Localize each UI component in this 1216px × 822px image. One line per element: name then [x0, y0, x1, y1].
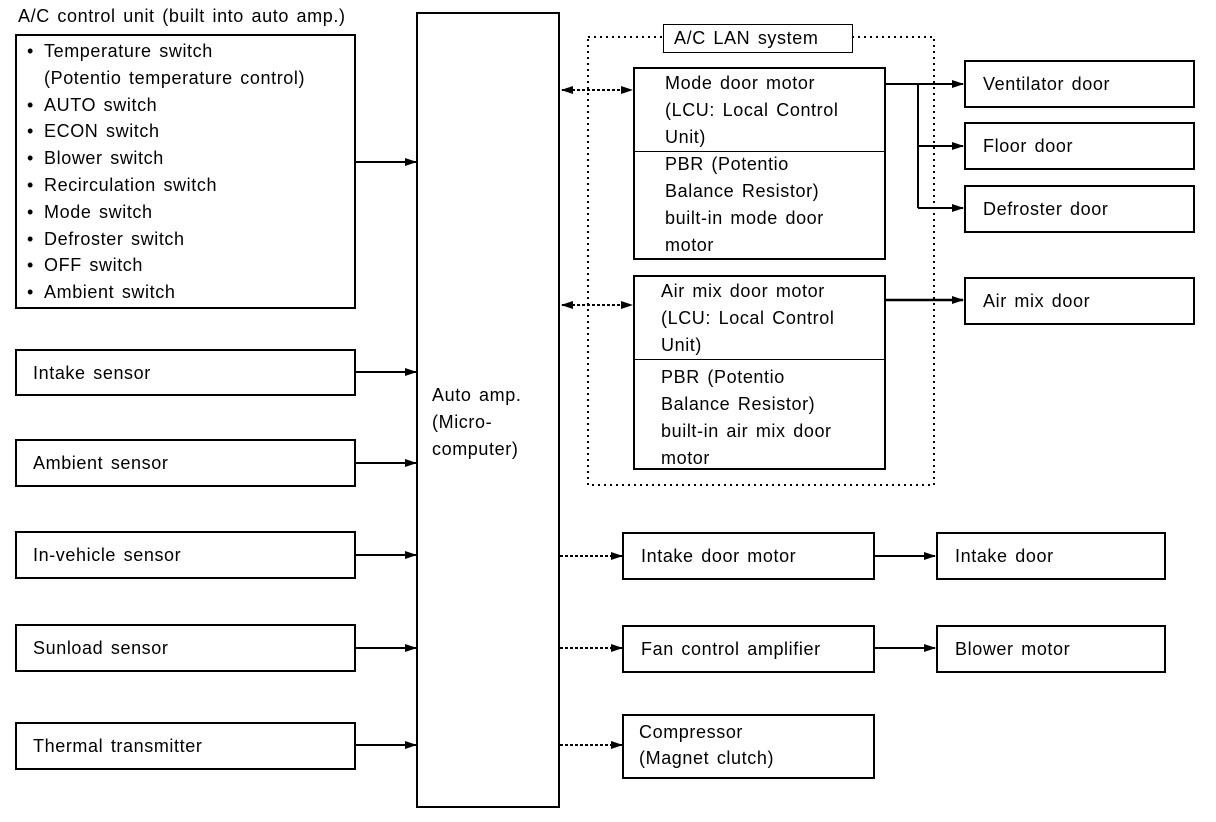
mode-motor-line: Mode door motor	[665, 73, 816, 93]
ambient-sensor-label: Ambient sensor	[33, 453, 169, 473]
ventilator-door-label: Ventilator door	[983, 74, 1111, 94]
intake-door-motor-label: Intake door motor	[641, 546, 797, 566]
mode-motor-pbr-line: PBR (Potentio	[665, 154, 789, 174]
ventilator-door-box: Ventilator door	[964, 60, 1195, 108]
air-mix-door-label: Air mix door	[983, 291, 1091, 311]
switch-item: ECON switch	[17, 118, 354, 145]
blower-motor-label: Blower motor	[955, 639, 1071, 659]
switch-item: Recirculation switch	[17, 172, 354, 199]
sunload-sensor-label: Sunload sensor	[33, 638, 169, 658]
intake-sensor-label: Intake sensor	[33, 363, 151, 383]
mode-motor-pbr-line: Balance Resistor)	[665, 181, 820, 201]
mode-door-motor-pbr-text: PBR (Potentio Balance Resistor) built-in…	[665, 151, 824, 259]
compressor-box: Compressor (Magnet clutch)	[622, 714, 875, 779]
switch-item-text: (Potentio temperature control)	[44, 67, 306, 88]
air-mix-motor-line: (LCU: Local Control	[661, 308, 835, 328]
lan-system-boundary	[587, 36, 935, 486]
switch-item: Defroster switch	[17, 226, 354, 253]
blower-motor-box: Blower motor	[936, 625, 1166, 673]
defroster-door-label: Defroster door	[983, 199, 1109, 219]
intake-sensor-box: Intake sensor	[15, 349, 356, 396]
control-unit-box: Temperature switch (Potentio temperature…	[15, 34, 356, 309]
auto-amp-line: Auto amp.	[432, 385, 522, 405]
ambient-sensor-box: Ambient sensor	[15, 439, 356, 487]
mode-door-motor-lcu-text: Mode door motor (LCU: Local Control Unit…	[665, 70, 838, 151]
air-mix-motor-line: Air mix door motor	[661, 281, 825, 301]
auto-amp-box: Auto amp. (Micro- computer)	[416, 12, 560, 808]
mode-motor-line: (LCU: Local Control	[665, 100, 839, 120]
switch-item: Mode switch	[17, 199, 354, 226]
switch-item-continuation: (Potentio temperature control)	[17, 65, 354, 92]
control-unit-title: A/C control unit (built into auto amp.)	[18, 6, 346, 26]
air-mix-motor-pbr-line: PBR (Potentio	[661, 367, 785, 387]
compressor-line: Compressor	[639, 722, 744, 742]
air-mix-motor-line: Unit)	[661, 335, 703, 355]
in-vehicle-sensor-label: In-vehicle sensor	[33, 545, 182, 565]
compressor-label: Compressor (Magnet clutch)	[639, 719, 774, 771]
sunload-sensor-box: Sunload sensor	[15, 624, 356, 672]
auto-amp-line: (Micro-	[432, 412, 493, 432]
air-mix-motor-pbr-line: Balance Resistor)	[661, 394, 816, 414]
air-mix-motor-lcu-text: Air mix door motor (LCU: Local Control U…	[661, 278, 834, 359]
mode-motor-line: Unit)	[665, 127, 707, 147]
air-mix-motor-pbr-text: PBR (Potentio Balance Resistor) built-in…	[661, 364, 832, 472]
switch-item: OFF switch	[17, 252, 354, 279]
floor-door-label: Floor door	[983, 136, 1074, 156]
lan-system-label: A/C LAN system	[663, 24, 853, 53]
air-mix-motor-divider	[635, 359, 884, 360]
switch-item: AUTO switch	[17, 92, 354, 119]
air-mix-motor-pbr-line: built-in air mix door	[661, 421, 832, 441]
fan-control-amplifier-label: Fan control amplifier	[641, 639, 821, 659]
air-mix-motor-pbr-line: motor	[661, 448, 711, 468]
air-mix-door-motor-box: Air mix door motor (LCU: Local Control U…	[633, 275, 886, 470]
auto-amp-line: computer)	[432, 439, 519, 459]
air-mix-door-box: Air mix door	[964, 277, 1195, 325]
switch-item: Temperature switch	[17, 38, 354, 65]
defroster-door-box: Defroster door	[964, 185, 1195, 233]
intake-door-box: Intake door	[936, 532, 1166, 580]
thermal-transmitter-box: Thermal transmitter	[15, 722, 356, 770]
mode-motor-divider	[635, 151, 884, 152]
mode-door-motor-box: Mode door motor (LCU: Local Control Unit…	[633, 67, 886, 260]
intake-door-motor-box: Intake door motor	[622, 532, 875, 580]
auto-amp-label: Auto amp. (Micro- computer)	[432, 382, 521, 463]
fan-control-amplifier-box: Fan control amplifier	[622, 625, 875, 673]
switch-item: Blower switch	[17, 145, 354, 172]
in-vehicle-sensor-box: In-vehicle sensor	[15, 531, 356, 579]
switch-list: Temperature switch (Potentio temperature…	[17, 38, 354, 306]
switch-item: Ambient switch	[17, 279, 354, 306]
floor-door-box: Floor door	[964, 122, 1195, 170]
mode-motor-pbr-line: built-in mode door	[665, 208, 824, 228]
mode-motor-pbr-line: motor	[665, 235, 715, 255]
thermal-transmitter-label: Thermal transmitter	[33, 736, 203, 756]
intake-door-label: Intake door	[955, 546, 1054, 566]
compressor-line: (Magnet clutch)	[639, 748, 775, 768]
